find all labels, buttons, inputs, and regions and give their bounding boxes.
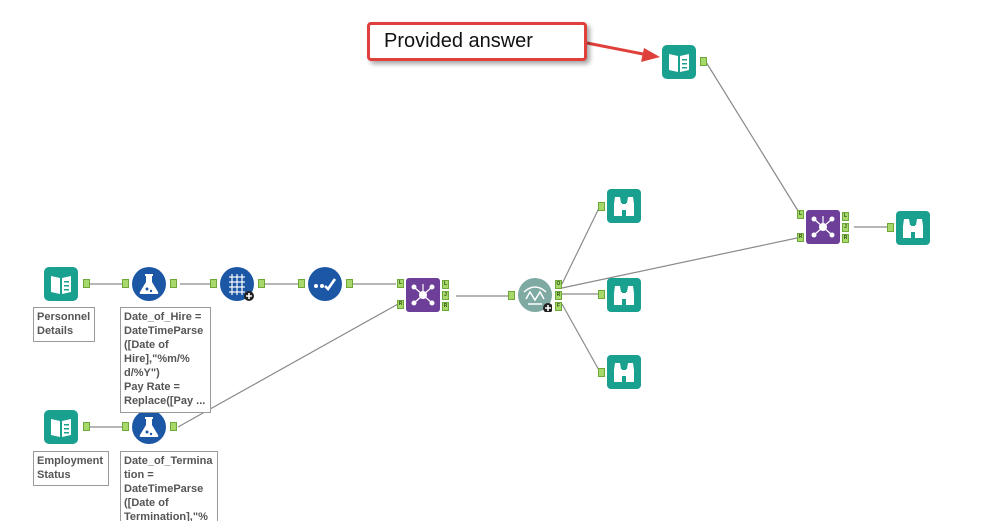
join-r-output[interactable]: R <box>442 302 449 311</box>
crosstab-tool[interactable] <box>220 267 254 301</box>
output-anchor[interactable] <box>83 279 90 288</box>
input-anchor[interactable] <box>598 202 605 211</box>
book-icon <box>662 45 696 79</box>
input-anchor[interactable] <box>508 291 515 300</box>
flask-icon <box>132 410 166 444</box>
union-tool[interactable] <box>518 278 552 312</box>
join-j-output[interactable]: J <box>442 291 449 300</box>
select-tool[interactable] <box>308 267 342 301</box>
join-l-output[interactable]: L <box>442 280 449 289</box>
provided-answer-callout: Provided answer <box>367 22 587 61</box>
connection-union-browse-top[interactable] <box>561 205 601 285</box>
input-personnel-tool[interactable] <box>44 267 78 301</box>
connection-provided-join2[interactable] <box>705 61 801 215</box>
union-f-output[interactable]: F <box>555 302 562 311</box>
join-left-anchor[interactable]: L <box>397 279 404 288</box>
union-o-output[interactable]: O <box>555 280 562 289</box>
book-icon <box>44 410 78 444</box>
input-anchor[interactable] <box>887 223 894 232</box>
connection-union-join2[interactable] <box>561 237 798 289</box>
browse-mid-tool[interactable] <box>607 278 641 312</box>
join-l-output[interactable]: L <box>842 212 849 221</box>
input-anchor[interactable] <box>122 422 129 431</box>
annotation-employment-status: Employment Status <box>33 451 109 486</box>
callout-arrow <box>586 41 660 62</box>
input-anchor[interactable] <box>598 290 605 299</box>
output-anchor[interactable] <box>170 422 177 431</box>
browse-bottom-tool[interactable] <box>607 355 641 389</box>
input-provided-answer-tool[interactable] <box>662 45 696 79</box>
output-anchor[interactable] <box>83 422 90 431</box>
annotation-personnel-details: Personnel Details <box>33 307 95 342</box>
binoculars-icon <box>607 355 641 389</box>
join-right-anchor[interactable]: R <box>797 233 804 242</box>
union-icon <box>518 278 552 312</box>
binoculars-icon <box>607 189 641 223</box>
formula-termination-tool[interactable] <box>132 410 166 444</box>
join-icon <box>406 278 440 312</box>
connections <box>90 61 892 428</box>
join-r-output[interactable]: R <box>842 234 849 243</box>
input-employment-tool[interactable] <box>44 410 78 444</box>
book-icon <box>44 267 78 301</box>
input-anchor[interactable] <box>122 279 129 288</box>
flask-icon <box>132 267 166 301</box>
checkmark-icon <box>308 267 342 301</box>
input-anchor[interactable] <box>210 279 217 288</box>
output-anchor[interactable] <box>258 279 265 288</box>
input-anchor[interactable] <box>598 368 605 377</box>
output-anchor[interactable] <box>346 279 353 288</box>
connection-union-browse-bottom[interactable] <box>561 303 601 373</box>
annotation-formula-hire: Date_of_Hire = DateTimeParse ([Date of H… <box>120 307 211 413</box>
input-anchor[interactable] <box>298 279 305 288</box>
annotation-formula-termination: Date_of_Termina tion = DateTimeParse ([D… <box>120 451 218 521</box>
formula-hire-tool[interactable] <box>132 267 166 301</box>
crosstab-icon <box>220 267 254 301</box>
union-r-output[interactable]: R <box>555 291 562 300</box>
binoculars-icon <box>607 278 641 312</box>
binoculars-icon <box>896 211 930 245</box>
join-icon <box>806 210 840 244</box>
browse-final-tool[interactable] <box>896 211 930 245</box>
join-1-tool[interactable] <box>406 278 440 312</box>
output-anchor[interactable] <box>700 57 707 66</box>
join-left-anchor[interactable]: L <box>797 210 804 219</box>
connection-formula-join-right[interactable] <box>177 303 399 428</box>
join-j-output[interactable]: J <box>842 223 849 232</box>
output-anchor[interactable] <box>170 279 177 288</box>
browse-top-tool[interactable] <box>607 189 641 223</box>
join-2-tool[interactable] <box>806 210 840 244</box>
join-right-anchor[interactable]: R <box>397 300 404 309</box>
